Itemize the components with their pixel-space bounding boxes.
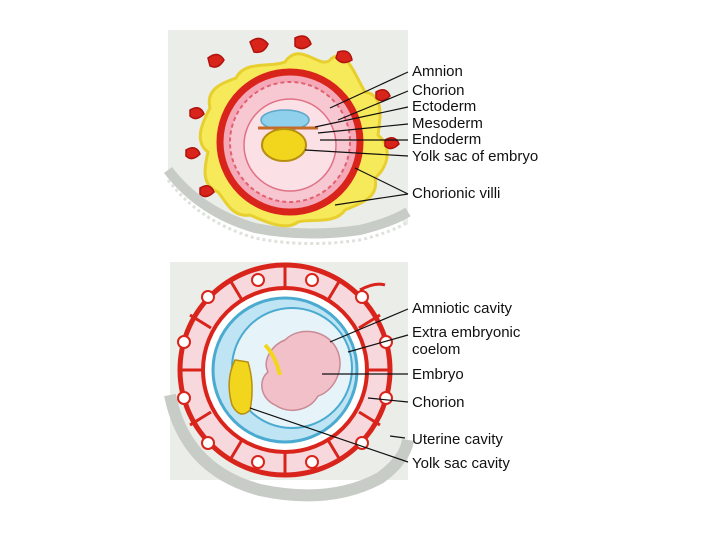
label-chorion-bottom: Chorion [412,394,465,411]
label-yolk-sac-cavity: Yolk sac cavity [412,455,510,472]
label-coelom: coelom [412,341,461,358]
label-embryo: Embryo [412,366,464,383]
label-yolk-sac-of-embryo: Yolk sac of embryo [412,148,539,165]
label-amniotic-cavity: Amniotic cavity [412,300,513,317]
label-chorionic-villi: Chorionic villi [412,185,501,202]
label-endoderm: Endoderm [412,131,482,148]
label-uterine-cavity: Uterine cavity [412,431,503,448]
label-ectoderm: Ectoderm [412,98,477,115]
label-mesoderm: Mesoderm [412,115,483,132]
label-amnion: Amnion [412,63,463,80]
label-chorion: Chorion [412,82,465,99]
label-extra-embryonic: Extra embryonic [412,324,521,341]
